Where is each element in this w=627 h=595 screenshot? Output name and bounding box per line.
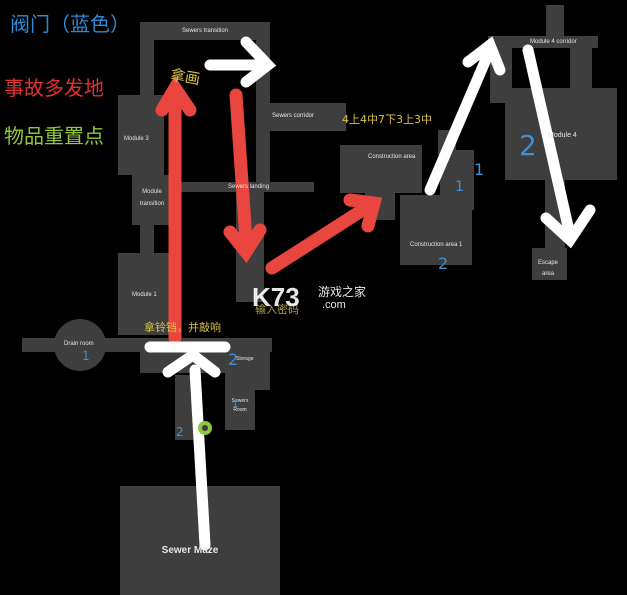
room-sewers-transition: Sewers transition: [182, 28, 229, 34]
room-module-transition: Module transition: [139, 189, 165, 207]
room-module-4: Module 4: [548, 132, 577, 139]
red-arrow-down-head: [223, 223, 267, 264]
valve-number: 2: [228, 350, 239, 369]
valve-number: 2: [519, 129, 537, 162]
white-arrow-up-right-head: [462, 36, 506, 76]
note-password: 输入密码: [255, 303, 299, 316]
room-sewers-room: Sewers Room: [231, 398, 249, 413]
red-arrows: [155, 75, 383, 345]
valve-number: 1: [455, 179, 464, 195]
valve-number: 1: [82, 349, 90, 363]
room-construction-area: Construction area: [368, 154, 416, 160]
room-construction-area-1: Construction area 1: [410, 242, 463, 248]
room-sewers-landing: Sewers landing: [228, 184, 270, 190]
room-sewer-maze: Sewer Maze: [161, 545, 219, 556]
note-bell: 拿铃铛，并敲响: [144, 321, 221, 334]
red-arrow-up-head: [155, 75, 197, 117]
valve-number: 2: [438, 254, 449, 273]
watermark-cn: 游戏之家: [318, 285, 367, 299]
white-arrow-up-right: [424, 44, 496, 196]
legend-accident: 事故多发地: [4, 76, 104, 100]
white-arrow-up-bottom: [189, 364, 211, 551]
white-arrow-right-head: [240, 36, 277, 88]
valve-number: 2: [176, 425, 184, 439]
room-module-3: Module 3: [124, 136, 149, 142]
room-escape-area: Escape area: [537, 260, 559, 277]
white-arrow-down-right-head: [540, 204, 596, 249]
white-arrow-down-right: [522, 44, 576, 241]
room-drain-room: Drain room: [64, 341, 94, 347]
watermark-domain: .com: [322, 299, 346, 311]
map-rooms: [22, 5, 617, 595]
room-module-1: Module 1: [132, 292, 157, 298]
red-arrow-diagonal: [265, 197, 379, 275]
legend-reset: 物品重置点: [4, 124, 104, 148]
valve-number: 1: [232, 399, 239, 410]
white-arrow-up-bottom-head: [162, 348, 221, 378]
reset-point-marker: [198, 421, 212, 435]
red-arrow-diagonal-head: [343, 193, 383, 233]
note-code: 4上4中7下3上3中: [342, 113, 432, 126]
valve-number: 1: [474, 160, 485, 179]
watermark-brand: K73: [252, 282, 300, 312]
room-module-4-corridor: Module 4 corridor: [530, 39, 577, 45]
room-sewers-corridor: Sewers corridor: [272, 113, 315, 119]
white-arrows: [144, 36, 596, 551]
room-storage: Storage: [236, 356, 254, 362]
legend-valve: 阀门（蓝色）: [10, 12, 130, 36]
red-arrow-down: [229, 88, 253, 247]
